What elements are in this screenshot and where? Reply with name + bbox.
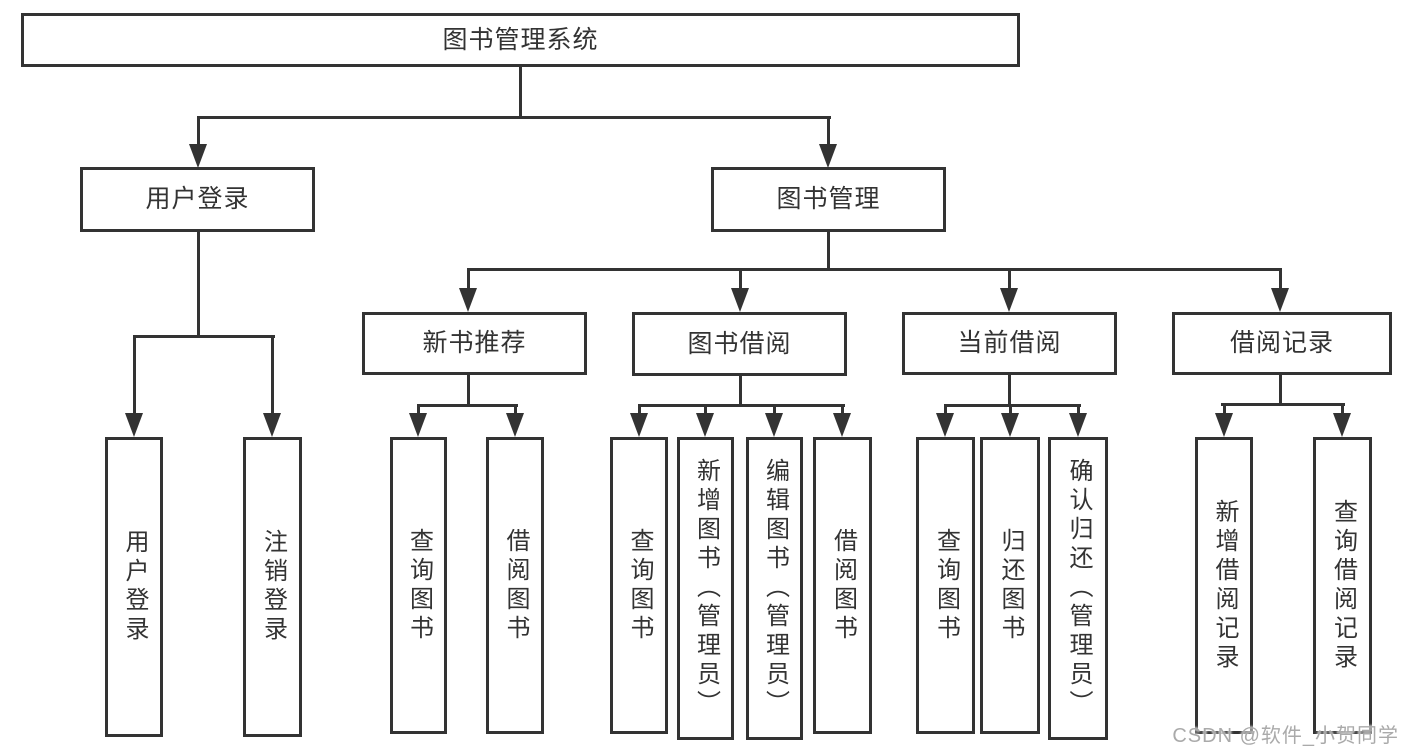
- connector-line: [827, 117, 830, 146]
- connector-line: [638, 405, 641, 415]
- connector-line: [739, 376, 742, 407]
- node-add-book: 新增图书（管理员）: [677, 437, 734, 740]
- connector-line: [271, 336, 274, 415]
- connector-line: [417, 404, 518, 407]
- connector-line: [197, 116, 831, 119]
- arrow-down-icon: [1001, 413, 1019, 437]
- arrow-down-icon: [1271, 288, 1289, 312]
- connector-line: [1223, 404, 1226, 415]
- node-confirm-return: 确认归还（管理员）: [1048, 437, 1108, 740]
- connector-line: [467, 268, 1282, 271]
- connector-line: [1279, 375, 1282, 406]
- arrow-down-icon: [1333, 413, 1351, 437]
- node-root: 图书管理系统: [21, 13, 1020, 67]
- node-logout-op: 注销登录: [243, 437, 302, 737]
- connector-line: [1221, 403, 1345, 406]
- arrow-down-icon: [696, 413, 714, 437]
- arrow-down-icon: [936, 413, 954, 437]
- connector-line: [467, 269, 470, 290]
- connector-line: [1009, 405, 1012, 415]
- connector-line: [1341, 404, 1344, 415]
- connector-line: [944, 405, 947, 415]
- connector-line: [1279, 269, 1282, 290]
- node-query-book-1: 查询图书: [390, 437, 447, 734]
- arrow-down-icon: [459, 288, 477, 312]
- arrow-down-icon: [189, 144, 207, 168]
- node-add-borrow-record: 新增借阅记录: [1195, 437, 1253, 734]
- arrow-down-icon: [765, 413, 783, 437]
- connector-line: [773, 405, 776, 415]
- connector-line: [514, 405, 517, 415]
- connector-line: [133, 335, 275, 338]
- connector-line: [133, 336, 136, 415]
- connector-line: [638, 404, 845, 407]
- node-borrow-book-2: 借阅图书: [813, 437, 872, 734]
- arrow-down-icon: [409, 413, 427, 437]
- arrow-down-icon: [1215, 413, 1233, 437]
- node-return-book: 归还图书: [980, 437, 1040, 734]
- arrow-down-icon: [1069, 413, 1087, 437]
- connector-line: [1008, 269, 1011, 290]
- connector-line: [944, 404, 1081, 407]
- connector-line: [467, 375, 470, 407]
- node-borrow-book-1: 借阅图书: [486, 437, 544, 734]
- node-book-mgmt: 图书管理: [711, 167, 946, 232]
- arrow-down-icon: [819, 144, 837, 168]
- csdn-watermark: CSDN @软件_小贺同学: [1172, 725, 1399, 747]
- node-query-book-2: 查询图书: [610, 437, 668, 734]
- connector-line: [841, 405, 844, 415]
- node-query-borrow-record: 查询借阅记录: [1313, 437, 1372, 734]
- connector-line: [519, 67, 522, 118]
- connector-line: [197, 232, 200, 338]
- arrow-down-icon: [1000, 288, 1018, 312]
- node-edit-book: 编辑图书（管理员）: [746, 437, 803, 740]
- connector-line: [827, 232, 830, 271]
- arrow-down-icon: [506, 413, 524, 437]
- connector-line: [1077, 405, 1080, 415]
- arrow-down-icon: [833, 413, 851, 437]
- node-user-login: 用户登录: [80, 167, 315, 232]
- node-borrow-records: 借阅记录: [1172, 312, 1392, 375]
- node-query-book-3: 查询图书: [916, 437, 975, 734]
- connector-line: [417, 405, 420, 415]
- connector-line: [1008, 375, 1011, 407]
- arrow-down-icon: [731, 288, 749, 312]
- connector-line: [197, 117, 200, 146]
- connector-line: [704, 405, 707, 415]
- node-new-book-rec: 新书推荐: [362, 312, 587, 375]
- connector-line: [739, 269, 742, 290]
- arrow-down-icon: [125, 413, 143, 437]
- arrow-down-icon: [630, 413, 648, 437]
- arrow-down-icon: [263, 413, 281, 437]
- node-current-borrow: 当前借阅: [902, 312, 1117, 375]
- node-book-borrow: 图书借阅: [632, 312, 847, 376]
- node-user-login-op: 用户登录: [105, 437, 163, 737]
